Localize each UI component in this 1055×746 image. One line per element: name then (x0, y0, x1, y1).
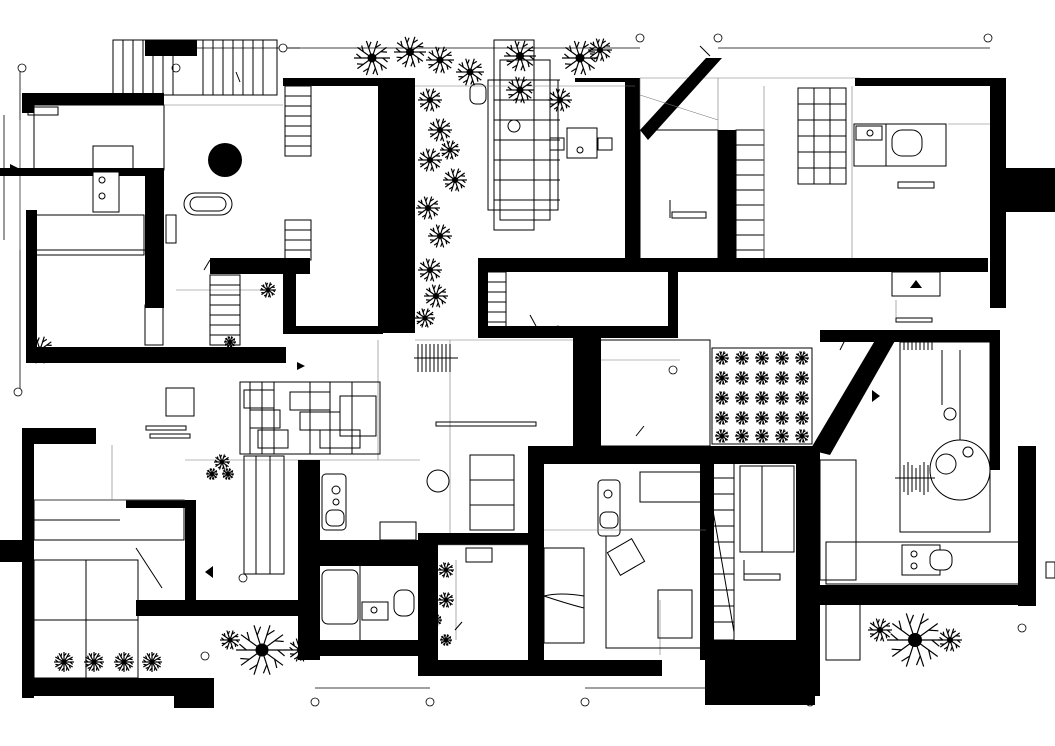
left-lower-room (33, 445, 213, 679)
upper-right-rooms (639, 78, 990, 261)
shrub-symbol (142, 652, 162, 672)
shrub-symbol (755, 411, 769, 425)
shrub-symbol (775, 371, 789, 385)
tree-symbol (868, 618, 892, 642)
tree-symbol (562, 40, 598, 76)
tree-symbol (394, 36, 426, 68)
shrub-symbol (715, 351, 729, 365)
tree-symbol (588, 38, 612, 62)
tree-symbol (288, 638, 312, 662)
tree-symbol (224, 336, 236, 348)
tree-symbol (548, 88, 572, 112)
tree-grid-plaza (711, 347, 813, 445)
tree-symbol (504, 40, 536, 72)
tree-symbol (430, 614, 442, 626)
tree-symbol (236, 625, 288, 675)
shrub-symbol (795, 371, 809, 385)
tree-symbol (887, 613, 943, 667)
tree-symbol (354, 40, 390, 76)
planting (26, 36, 962, 675)
tree-symbol (260, 282, 276, 298)
tree-symbol (428, 224, 452, 248)
shrub-symbol (735, 429, 749, 443)
shrub-symbol (755, 429, 769, 443)
shrub-symbol (84, 652, 104, 672)
shrub-symbol (735, 411, 749, 425)
tree-symbol (222, 468, 234, 480)
interior-stairs (209, 85, 765, 641)
shrub-symbol (715, 391, 729, 405)
bath-room-upper-left (27, 104, 283, 346)
fence-hatch (414, 344, 458, 372)
tree-symbol (443, 168, 467, 192)
shrub-symbol (735, 391, 749, 405)
tree-symbol (26, 336, 54, 364)
tree-symbol (440, 634, 452, 646)
markers (10, 45, 846, 631)
tree-symbol (428, 118, 452, 142)
center-living-room (145, 339, 711, 541)
shrub-symbol (795, 391, 809, 405)
shrub-symbol (715, 411, 729, 425)
tree-symbol (456, 58, 484, 86)
tree-symbol (424, 284, 448, 308)
shrub-symbol (795, 351, 809, 365)
tree-symbol (418, 148, 442, 172)
shrub-symbol (54, 652, 74, 672)
shrub-symbol (755, 351, 769, 365)
bedroom-lower-center (543, 465, 795, 649)
tree-symbol (438, 562, 454, 578)
shrub-symbol (735, 371, 749, 385)
shrub-symbol (715, 429, 729, 443)
grid-axis-bubbles (13, 33, 1027, 707)
bathroom-center (321, 473, 415, 640)
tree-symbol (506, 76, 534, 104)
tree-symbol (220, 630, 240, 650)
tree-symbol (938, 628, 962, 652)
shrub-symbol (715, 371, 729, 385)
tree-symbol (418, 258, 442, 282)
arrow-symbol (910, 280, 922, 288)
tree-symbol (416, 196, 440, 220)
shrub-symbol (795, 411, 809, 425)
tree-symbol (440, 140, 460, 160)
shrub-symbol (775, 391, 789, 405)
walls (0, 58, 1055, 708)
right-lower-room (819, 341, 1055, 661)
exterior-stair-top-left (112, 39, 278, 96)
tree-symbol (426, 46, 454, 74)
right-middle-room (891, 271, 941, 323)
shrub-symbol (775, 411, 789, 425)
shrub-symbol (755, 371, 769, 385)
window-grid (797, 87, 847, 185)
small-lobby (438, 544, 528, 640)
shrub-symbol (775, 429, 789, 443)
round-table-symbol (208, 143, 242, 177)
shrub-symbol (114, 652, 134, 672)
shrub-symbol (795, 429, 809, 443)
tree-symbol (206, 468, 218, 480)
stair-symbol (209, 274, 241, 346)
shrub-symbol (735, 351, 749, 365)
desk-cluster (239, 381, 381, 575)
tree-symbol (415, 308, 435, 328)
tree-symbol (418, 88, 442, 112)
shrub-symbol (755, 391, 769, 405)
shrub-symbol (775, 351, 789, 365)
tree-symbol (214, 454, 230, 470)
tree-symbol (438, 592, 454, 608)
